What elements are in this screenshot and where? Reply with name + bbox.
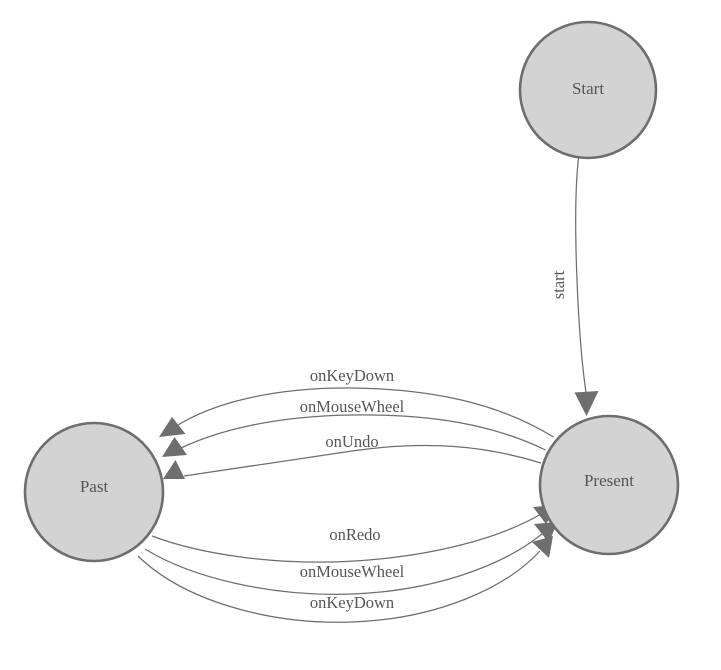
edge-label-past-to-present-onredo: onRedo [329, 525, 380, 544]
edge-present-to-past-onundo-arrowhead [163, 460, 185, 479]
edge-past-to-present-onredo-path [151, 513, 542, 563]
edge-present-to-past-onkeydown-path [176, 387, 554, 438]
edge-past-to-present-onkeydown[interactable] [137, 536, 553, 623]
node-present[interactable]: Present [538, 414, 680, 556]
edge-label-past-to-present-onkeydown: onKeyDown [310, 593, 394, 612]
node-start[interactable]: Start [518, 20, 658, 160]
edge-present-to-past-onmousewheel-path [180, 414, 546, 451]
edge-start-to-present-path [575, 157, 588, 397]
edge-start-to-present-arrowhead [574, 391, 599, 416]
node-group: Start Past Present [23, 20, 680, 563]
edge-group [137, 157, 599, 623]
edge-label-start: start [549, 270, 568, 299]
node-present-label: Present [584, 471, 634, 490]
edge-present-to-past-onmousewheel[interactable] [162, 414, 546, 457]
edge-past-to-present-onkeydown-path [137, 550, 541, 623]
node-start-label: Start [572, 79, 604, 98]
node-start-circle[interactable] [518, 20, 658, 160]
edge-label-present-to-past-onundo: onUndo [325, 432, 378, 451]
edge-label-group: start onKeyDown onMouseWheel onUndo onRe… [300, 270, 568, 611]
node-past-circle[interactable] [23, 421, 165, 563]
edge-present-to-past-onundo-path [183, 444, 542, 477]
edge-present-to-past-onkeydown-arrowhead [159, 417, 186, 437]
edge-start-to-present[interactable] [574, 157, 599, 416]
edge-present-to-past-onundo[interactable] [163, 444, 542, 479]
node-past[interactable]: Past [23, 421, 165, 563]
edge-past-to-present-onmousewheel-arrowhead [534, 522, 557, 543]
edge-present-to-past-onmousewheel-arrowhead [162, 437, 187, 457]
edge-label-present-to-past-onmousewheel: onMouseWheel [300, 397, 405, 416]
edge-past-to-present-onmousewheel-path [144, 533, 543, 595]
edge-label-past-to-present-onmousewheel: onMouseWheel [300, 562, 405, 581]
edge-present-to-past-onkeydown[interactable] [159, 387, 554, 438]
edge-past-to-present-onmousewheel[interactable] [144, 522, 557, 595]
node-past-label: Past [80, 477, 109, 496]
edge-label-present-to-past-onkeydown: onKeyDown [310, 366, 394, 385]
node-present-circle[interactable] [538, 414, 680, 556]
edge-past-to-present-onkeydown-arrowhead [532, 536, 553, 558]
